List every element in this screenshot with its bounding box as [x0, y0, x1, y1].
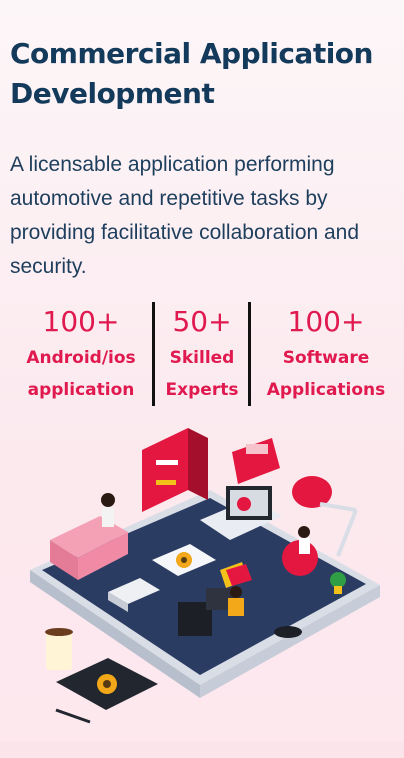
stat-value: 100+: [287, 305, 365, 338]
stat-android-apps: 100+ Android/ios application: [16, 302, 146, 406]
stat-label-line2: Applications: [266, 380, 386, 400]
stat-divider: [152, 302, 155, 406]
stat-value: 100+: [42, 305, 120, 338]
stat-label-line2: Experts: [165, 380, 239, 400]
stat-value: 50+: [172, 305, 232, 338]
stat-skilled-experts: 50+ Skilled Experts: [158, 302, 246, 406]
stat-label-line1: Software: [282, 348, 370, 368]
stat-label-line1: Android/ios: [26, 348, 136, 368]
page-title: Commercial Application Development: [10, 37, 373, 110]
stats-row: 100+ Android/ios application 50+ Skilled…: [16, 302, 396, 406]
page-description: A licensable application performing auto…: [10, 153, 360, 278]
stat-label-line2: application: [27, 380, 135, 400]
bottom-band: [0, 742, 404, 758]
stat-divider: [248, 302, 251, 406]
stat-software-apps: 100+ Software Applications: [256, 302, 396, 406]
stat-label-line1: Skilled: [169, 348, 235, 368]
office-workspace-illustration: [30, 428, 380, 724]
